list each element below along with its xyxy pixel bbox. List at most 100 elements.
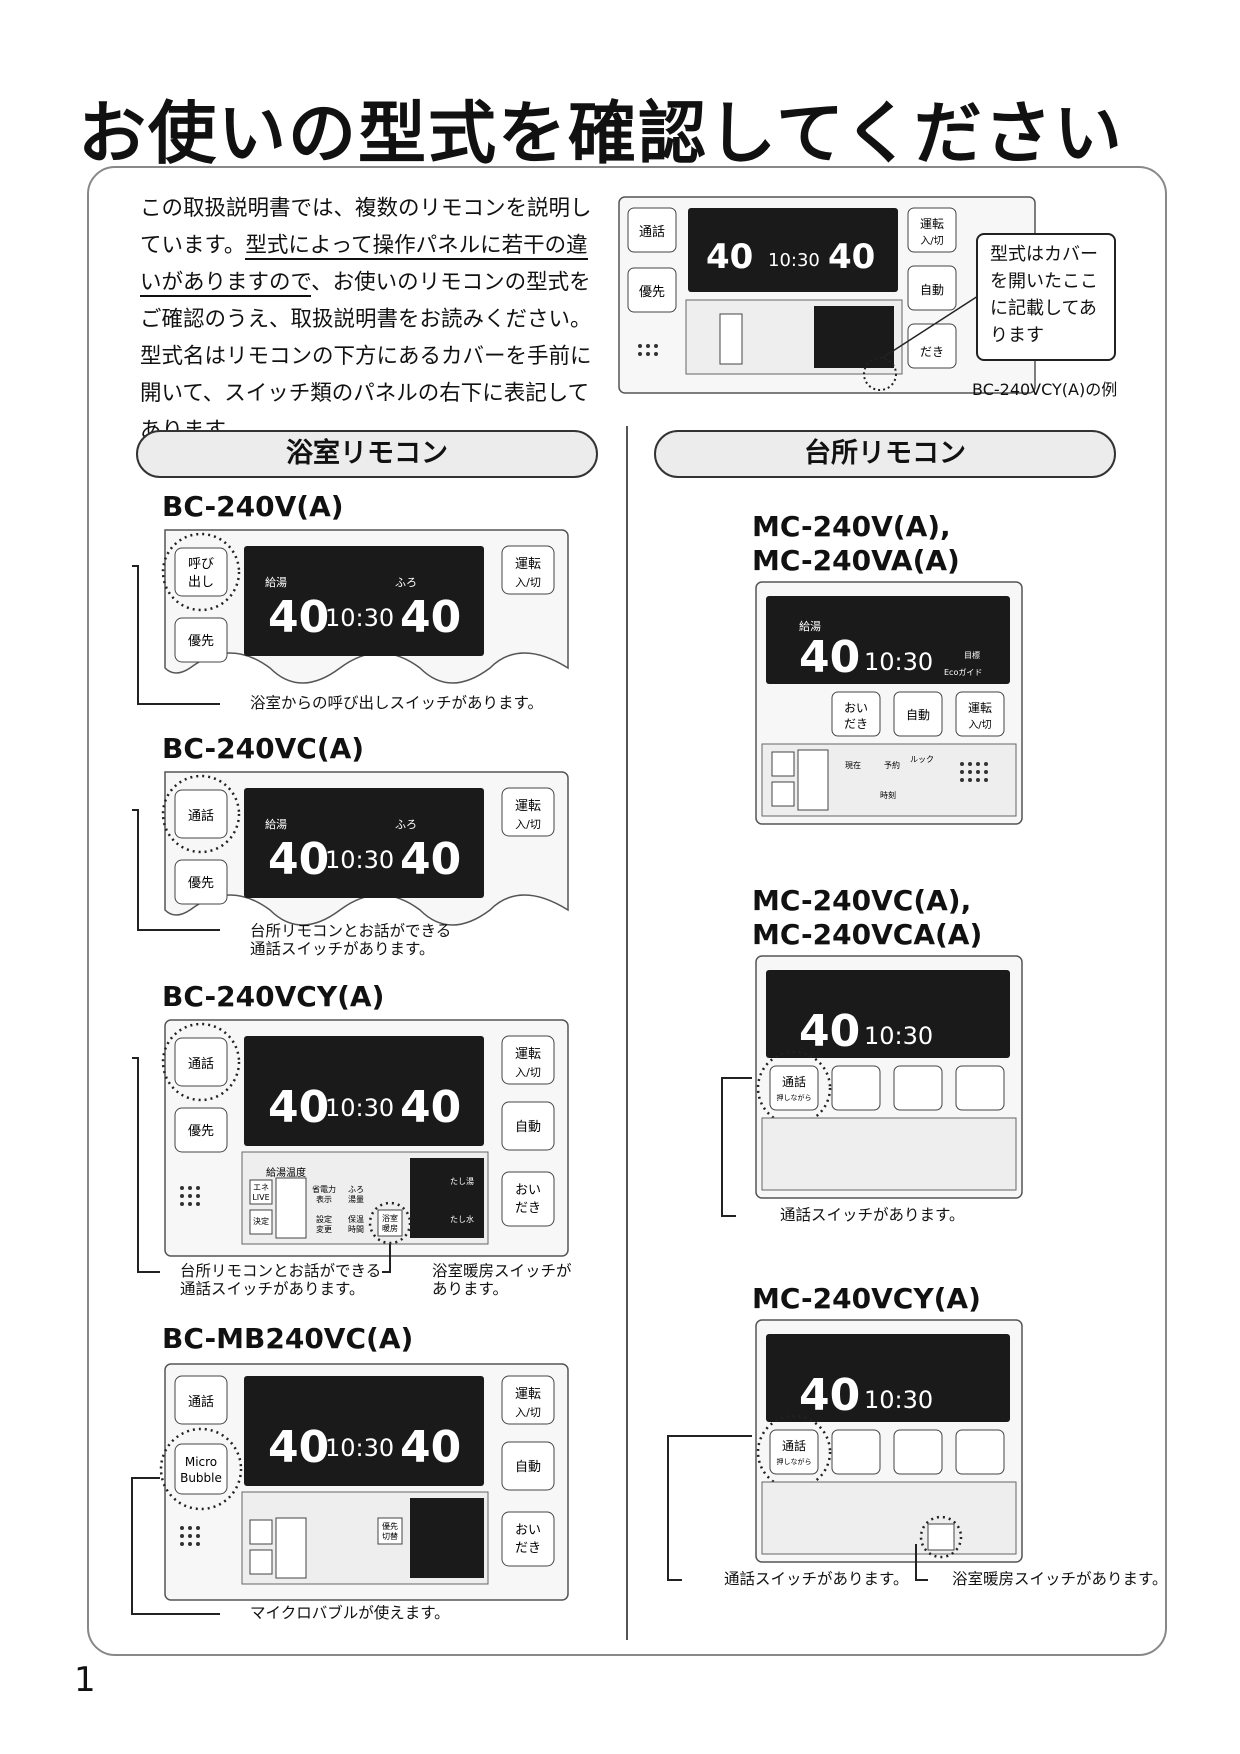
- bc240vcy-priority: 優先: [188, 1124, 214, 1139]
- mc240v-eco: Ecoガイド: [944, 667, 982, 677]
- bc240vcy-yokushitsu-1: 浴室: [382, 1213, 398, 1223]
- bcmb-temp-1: 40: [268, 1422, 329, 1473]
- bc240v-temp-2: 40: [400, 592, 461, 643]
- bc240vcy-kettei: 決定: [253, 1216, 269, 1226]
- note-bcmb240vc: マイクロバブルが使えます。: [250, 1604, 450, 1622]
- intro-text-b: 、お使いのリモコンの型式をご確認のうえ、取扱説明書をお読みください。型式名はリモ…: [140, 270, 592, 443]
- mc240v-power-2: 入/切: [968, 719, 991, 731]
- bc240v-power-1: 運転: [515, 557, 541, 572]
- mc240v-oidaki-1: おい: [844, 701, 868, 715]
- bc240vcy-temp-2: 40: [400, 1082, 461, 1133]
- mc240vcy-call-sub: 押しながら: [777, 1457, 812, 1466]
- yobidashi-2: 出し: [188, 575, 214, 590]
- bcmb-micro-1: Micro: [185, 1455, 217, 1469]
- bath-remote-header: 浴室リモコン: [136, 430, 598, 478]
- bcmb-call: 通話: [188, 1394, 214, 1410]
- intro-text-a: この取扱説明書では、複数のリモコンを説明しています。: [140, 196, 592, 258]
- bcmb-micro-2: Bubble: [180, 1471, 222, 1485]
- ex-auto: 自動: [920, 283, 944, 297]
- model-location-bubble: 型式はカバーを開いたここに記載してあります: [976, 233, 1116, 361]
- mc240v-temp: 40: [799, 632, 860, 683]
- ex-time: 10:30: [768, 250, 820, 271]
- mc240vc-time: 10:30: [864, 1022, 933, 1050]
- remote-mc240vc-figure: 40 10:30 通話 押しながら: [721, 955, 1023, 1217]
- bcmb-yusen-kiri-1: 優先: [382, 1521, 398, 1531]
- model-bc240v: BC-240V(A): [162, 490, 344, 523]
- ex-temp-1: 40: [706, 237, 753, 277]
- remote-bcmb240vc-figure: 通話 Micro Bubble 40 10:30 40 運転 入/切 自動 おい…: [131, 1363, 569, 1615]
- remote-mc240v-figure: 給湯 40 10:30 目標 Ecoガイド おい だき 自動 運転 入/切 現在…: [755, 581, 1023, 825]
- yobidashi-1: 呼び: [188, 557, 214, 572]
- bc240vc-call: 通話: [188, 808, 214, 824]
- bc240vcy-kyuto-ondo: 給湯温度: [266, 1166, 306, 1179]
- bcmb-oidaki-1: おい: [515, 1523, 541, 1538]
- bc240vcy-settei-2: 変更: [316, 1224, 332, 1234]
- note-bc240vcy-a1: 台所リモコンとお話ができる: [180, 1262, 382, 1280]
- bcmb-power-2: 入/切: [515, 1406, 541, 1419]
- mc240v-enelook: ルック: [910, 755, 934, 764]
- intro-underline-2: ありますので: [183, 270, 312, 297]
- bc240vc-temp-1: 40: [268, 834, 329, 885]
- bc240vcy-hoon-1: 保温: [348, 1214, 364, 1224]
- bc240vcy-ene-1: エネ: [253, 1183, 269, 1192]
- bc240vcy-call: 通話: [188, 1056, 214, 1072]
- mc240v-yoyaku: 予約: [884, 760, 900, 770]
- mc240vcy-temp: 40: [799, 1370, 860, 1421]
- note-bc240v: 浴室からの呼び出しスイッチがあります。: [250, 694, 543, 712]
- bc240vcy-furo-yuryo-1: ふろ: [348, 1185, 364, 1194]
- model-mc240vcy: MC-240VCY(A): [752, 1282, 981, 1315]
- bc240vcy-oidaki-2: だき: [515, 1201, 541, 1216]
- bc240vcy-settei-1: 設定: [316, 1214, 332, 1224]
- ex-power-1: 運転: [920, 217, 944, 231]
- mc240vc-temp: 40: [799, 1006, 860, 1057]
- bc240vcy-furo-yuryo-2: 湯量: [348, 1194, 364, 1204]
- mc240v-mokuhyo: 目標: [964, 650, 980, 660]
- bc240vc-temp-2: 40: [400, 834, 461, 885]
- bcmb-oidaki-2: だき: [515, 1541, 541, 1556]
- bc240v-kyuto: 給湯: [265, 575, 287, 589]
- bcmb-auto: 自動: [515, 1460, 541, 1475]
- column-divider: [626, 426, 628, 1640]
- bc240v-furo: ふろ: [395, 576, 417, 589]
- intro-underline-1: 型式によって操作パネルに若干の違いが: [140, 233, 588, 297]
- bc240v-temp-1: 40: [268, 592, 329, 643]
- remote-bc240vc-figure: 通話 優先 給湯 40 10:30 ふろ 40 運転 入/切: [132, 771, 569, 931]
- mc240v-oidaki-2: だき: [844, 717, 868, 731]
- bc240vcy-ene-2: LIVE: [252, 1193, 269, 1202]
- note-mc240vcy-b: 浴室暖房スイッチがあります。: [952, 1570, 1168, 1588]
- mc240v-genzai-1: 現在: [845, 760, 861, 770]
- bc240vcy-power-2: 入/切: [515, 1066, 541, 1079]
- bc240vcy-auto: 自動: [515, 1120, 541, 1135]
- kitchen-remote-header: 台所リモコン: [654, 430, 1116, 478]
- bc240vc-power-2: 入/切: [515, 818, 541, 831]
- note-bc240vcy-b2: あります。: [432, 1280, 508, 1298]
- bc240vcy-shoden-1: 省電力: [312, 1184, 336, 1194]
- bc240vcy-time: 10:30: [325, 1094, 394, 1122]
- bc240vc-time: 10:30: [325, 846, 394, 874]
- bc240v-priority: 優先: [188, 634, 214, 649]
- bc240vcy-shoden-2: 表示: [316, 1194, 332, 1204]
- note-bc240vcy-a2: 通話スイッチがあります。: [180, 1280, 365, 1298]
- bc240vc-priority: 優先: [188, 876, 214, 891]
- bc240v-time: 10:30: [325, 604, 394, 632]
- page-number: 1: [74, 1660, 96, 1700]
- bcmb-power-1: 運転: [515, 1387, 541, 1402]
- note-mc240vc: 通話スイッチがあります。: [780, 1206, 965, 1224]
- ex-power-2: 入/切: [920, 235, 943, 247]
- bc240vc-power-1: 運転: [515, 799, 541, 814]
- bcmb-temp-2: 40: [400, 1422, 461, 1473]
- mc240v-time: 10:30: [864, 648, 933, 676]
- example-caption: BC-240VCY(A)の例: [972, 380, 1118, 399]
- content-frame: [87, 166, 1167, 1656]
- bc240vc-furo: ふろ: [395, 818, 417, 831]
- model-mc240v-line1: MC-240V(A),: [752, 510, 951, 543]
- mc240v-auto: 自動: [906, 708, 930, 722]
- model-mc240vc-line1: MC-240VC(A),: [752, 884, 972, 917]
- bc240vcy-tashiyu: たし湯: [450, 1176, 474, 1186]
- bc240vcy-temp-1: 40: [268, 1082, 329, 1133]
- note-bc240vc-2: 通話スイッチがあります。: [250, 940, 435, 958]
- mc240v-power-1: 運転: [968, 701, 992, 715]
- remote-mc240vcy-figure: 40 10:30 通話 押しながら: [667, 1319, 1023, 1581]
- note-mc240vcy-a: 通話スイッチがあります。: [724, 1570, 909, 1588]
- note-bc240vcy-b1: 浴室暖房スイッチが: [432, 1262, 572, 1280]
